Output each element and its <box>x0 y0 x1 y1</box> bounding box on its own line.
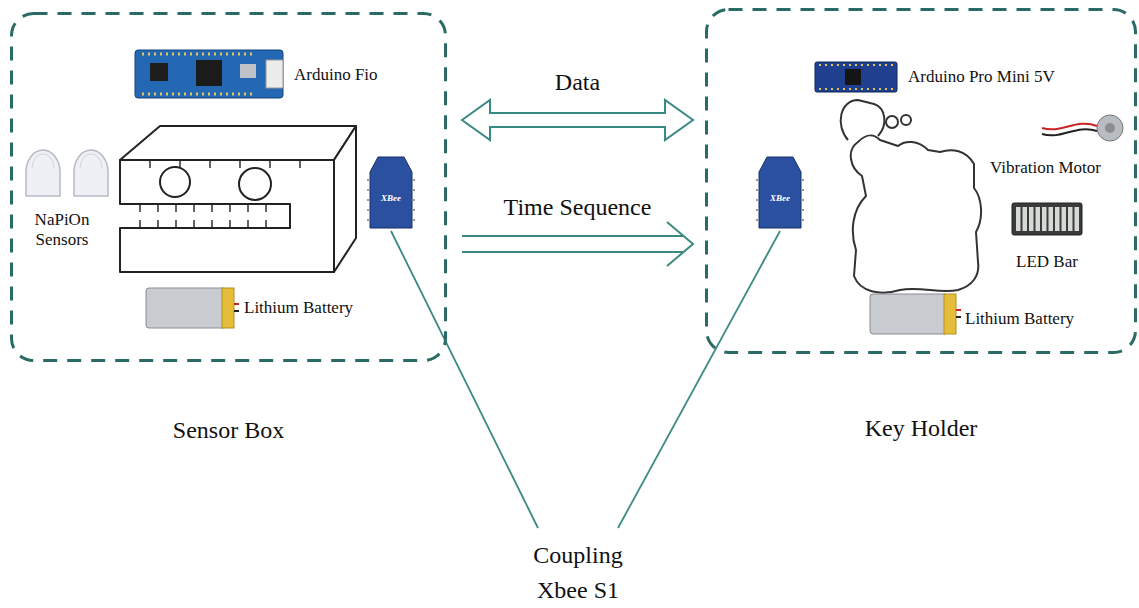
key-holder-sketch <box>841 100 885 140</box>
led-bar <box>1016 207 1021 231</box>
lithium-battery <box>870 294 961 334</box>
napion-sensor <box>26 150 108 196</box>
sensor-box-sketch <box>239 168 271 200</box>
part-label: Lithium Battery <box>965 309 1074 329</box>
vibration-motor <box>1105 123 1115 133</box>
dashed-outline <box>12 14 446 361</box>
arduino-fio-board <box>142 93 255 96</box>
led-bar <box>1062 207 1067 231</box>
arduino-fio-board <box>135 50 283 98</box>
data-arrow <box>462 100 693 140</box>
lithium-battery <box>146 288 239 328</box>
key-holder-sketch <box>901 115 911 125</box>
sensor-box-sketch <box>120 126 356 272</box>
led-bar <box>1055 207 1060 231</box>
led-bar <box>1029 207 1034 231</box>
led-bar <box>1068 207 1073 231</box>
dashed-outline <box>10 12 447 362</box>
vibration-motor <box>1097 115 1123 141</box>
sequence-arrow <box>462 222 693 266</box>
key-holder-sketch <box>851 135 981 292</box>
sensor-box-sketch <box>120 160 334 272</box>
xbee-module <box>370 157 412 228</box>
part-label: Arduino Pro Mini 5V <box>908 67 1055 87</box>
lithium-battery <box>234 310 239 312</box>
region-heading: Sensor Box <box>10 416 447 444</box>
xbee-module <box>367 180 415 220</box>
sensor-box-sketch <box>140 160 300 228</box>
napion-sensor <box>80 154 102 168</box>
lithium-battery <box>146 288 226 328</box>
led-bar <box>1042 207 1047 231</box>
part-label: Lithium Battery <box>244 298 353 318</box>
part-label: LED Bar <box>1016 252 1078 272</box>
part-label: NaPiOn Sensors <box>22 210 102 251</box>
lithium-battery <box>956 309 961 311</box>
coupling-line <box>618 231 780 528</box>
xbee-module <box>756 157 804 228</box>
arduino-pro-mini-board <box>815 62 897 92</box>
coupling-line <box>391 231 780 528</box>
edge-label: Data <box>553 68 602 96</box>
sensor-box-sketch <box>120 126 356 160</box>
arduino-fio-board <box>266 60 283 88</box>
arduino-fio-board <box>135 50 283 98</box>
chip-marking: XBee <box>381 193 401 204</box>
dashed-region: Key Holder <box>705 8 1137 354</box>
arduino-fio-board <box>240 64 256 78</box>
coupling-line <box>391 231 538 528</box>
chip-marking: XBee <box>770 193 790 204</box>
lithium-battery <box>222 288 234 328</box>
edge-label: Time Sequence <box>502 193 654 221</box>
arduino-fio-board <box>196 60 222 86</box>
lithium-battery <box>234 303 239 305</box>
arduino-pro-mini-board <box>845 69 861 85</box>
region-heading: Key Holder <box>705 414 1137 442</box>
vibration-motor <box>1042 115 1123 141</box>
xbee-module <box>367 157 415 228</box>
arduino-fio-board <box>142 53 255 56</box>
lithium-battery <box>944 294 956 334</box>
part-label: Coupling Xbee S1 <box>513 538 643 608</box>
led-bar <box>1023 207 1028 231</box>
dashed-outline <box>707 10 1136 353</box>
part-label: Arduino Fio <box>294 65 378 85</box>
napion-sensor <box>32 154 54 168</box>
arduino-pro-mini-board <box>819 64 893 66</box>
dashed-outline <box>705 8 1137 354</box>
arduino-fio-board <box>150 63 168 81</box>
arduino-pro-mini-board <box>819 88 893 90</box>
led-bar <box>1012 203 1082 235</box>
led-bar <box>1036 207 1041 231</box>
xbee-module <box>756 180 804 220</box>
xbee-module <box>759 157 801 228</box>
napion-sensor <box>26 150 60 196</box>
part-label: Vibration Motor <box>990 158 1101 178</box>
lithium-battery <box>870 294 948 334</box>
key-holder-sketch <box>886 116 898 128</box>
led-bar <box>1012 203 1082 235</box>
dashed-region: Sensor Box <box>10 12 447 362</box>
sensor-box-sketch <box>160 167 190 197</box>
napion-sensor <box>74 150 108 196</box>
led-bar <box>1049 207 1054 231</box>
arduino-pro-mini-board <box>815 62 897 92</box>
sensor-box-sketch <box>334 126 356 272</box>
lithium-battery <box>956 316 961 318</box>
key-holder-sketch <box>841 100 981 293</box>
led-bar <box>1075 207 1080 231</box>
vibration-motor <box>1042 129 1097 135</box>
